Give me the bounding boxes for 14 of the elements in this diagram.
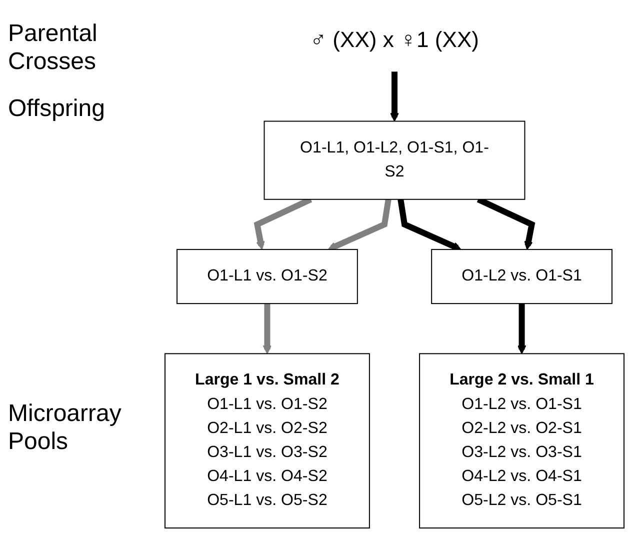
row-label: Parental Crosses	[8, 20, 98, 76]
node-box: O1-L1 vs. O1-S2	[176, 248, 358, 304]
arrow	[517, 304, 526, 354]
arrow	[398, 198, 462, 251]
node-text: ♂ (XX) x ♀1 (XX)	[310, 27, 479, 52]
arrow	[328, 198, 392, 251]
node-box: Large 1 vs. Small 2 O1-L1 vs. O1-S2 O2-L1 vs. O2-S2 O3-L1 vs. O3-S2 O4-L1 vs. O4-S2 O5-L1 vs. O5-S2	[164, 353, 370, 528]
node-box: O1-L1, O1-L2, O1-S1, O1-S2	[264, 120, 526, 200]
node-box: O1-L2 vs. O1-S1	[431, 248, 612, 304]
row-label: Offspring	[8, 95, 106, 123]
arrow	[390, 71, 399, 122]
node-box: Large 2 vs. Small 1 O1-L2 vs. O1-S1 O2-L2 vs. O2-S1 O3-L2 vs. O3-S1 O4-L2 vs. O4-S1 O5-L2 vs. O5-S1	[419, 353, 624, 528]
row-label: Microarray Pools	[8, 400, 122, 456]
arrow	[262, 304, 272, 354]
